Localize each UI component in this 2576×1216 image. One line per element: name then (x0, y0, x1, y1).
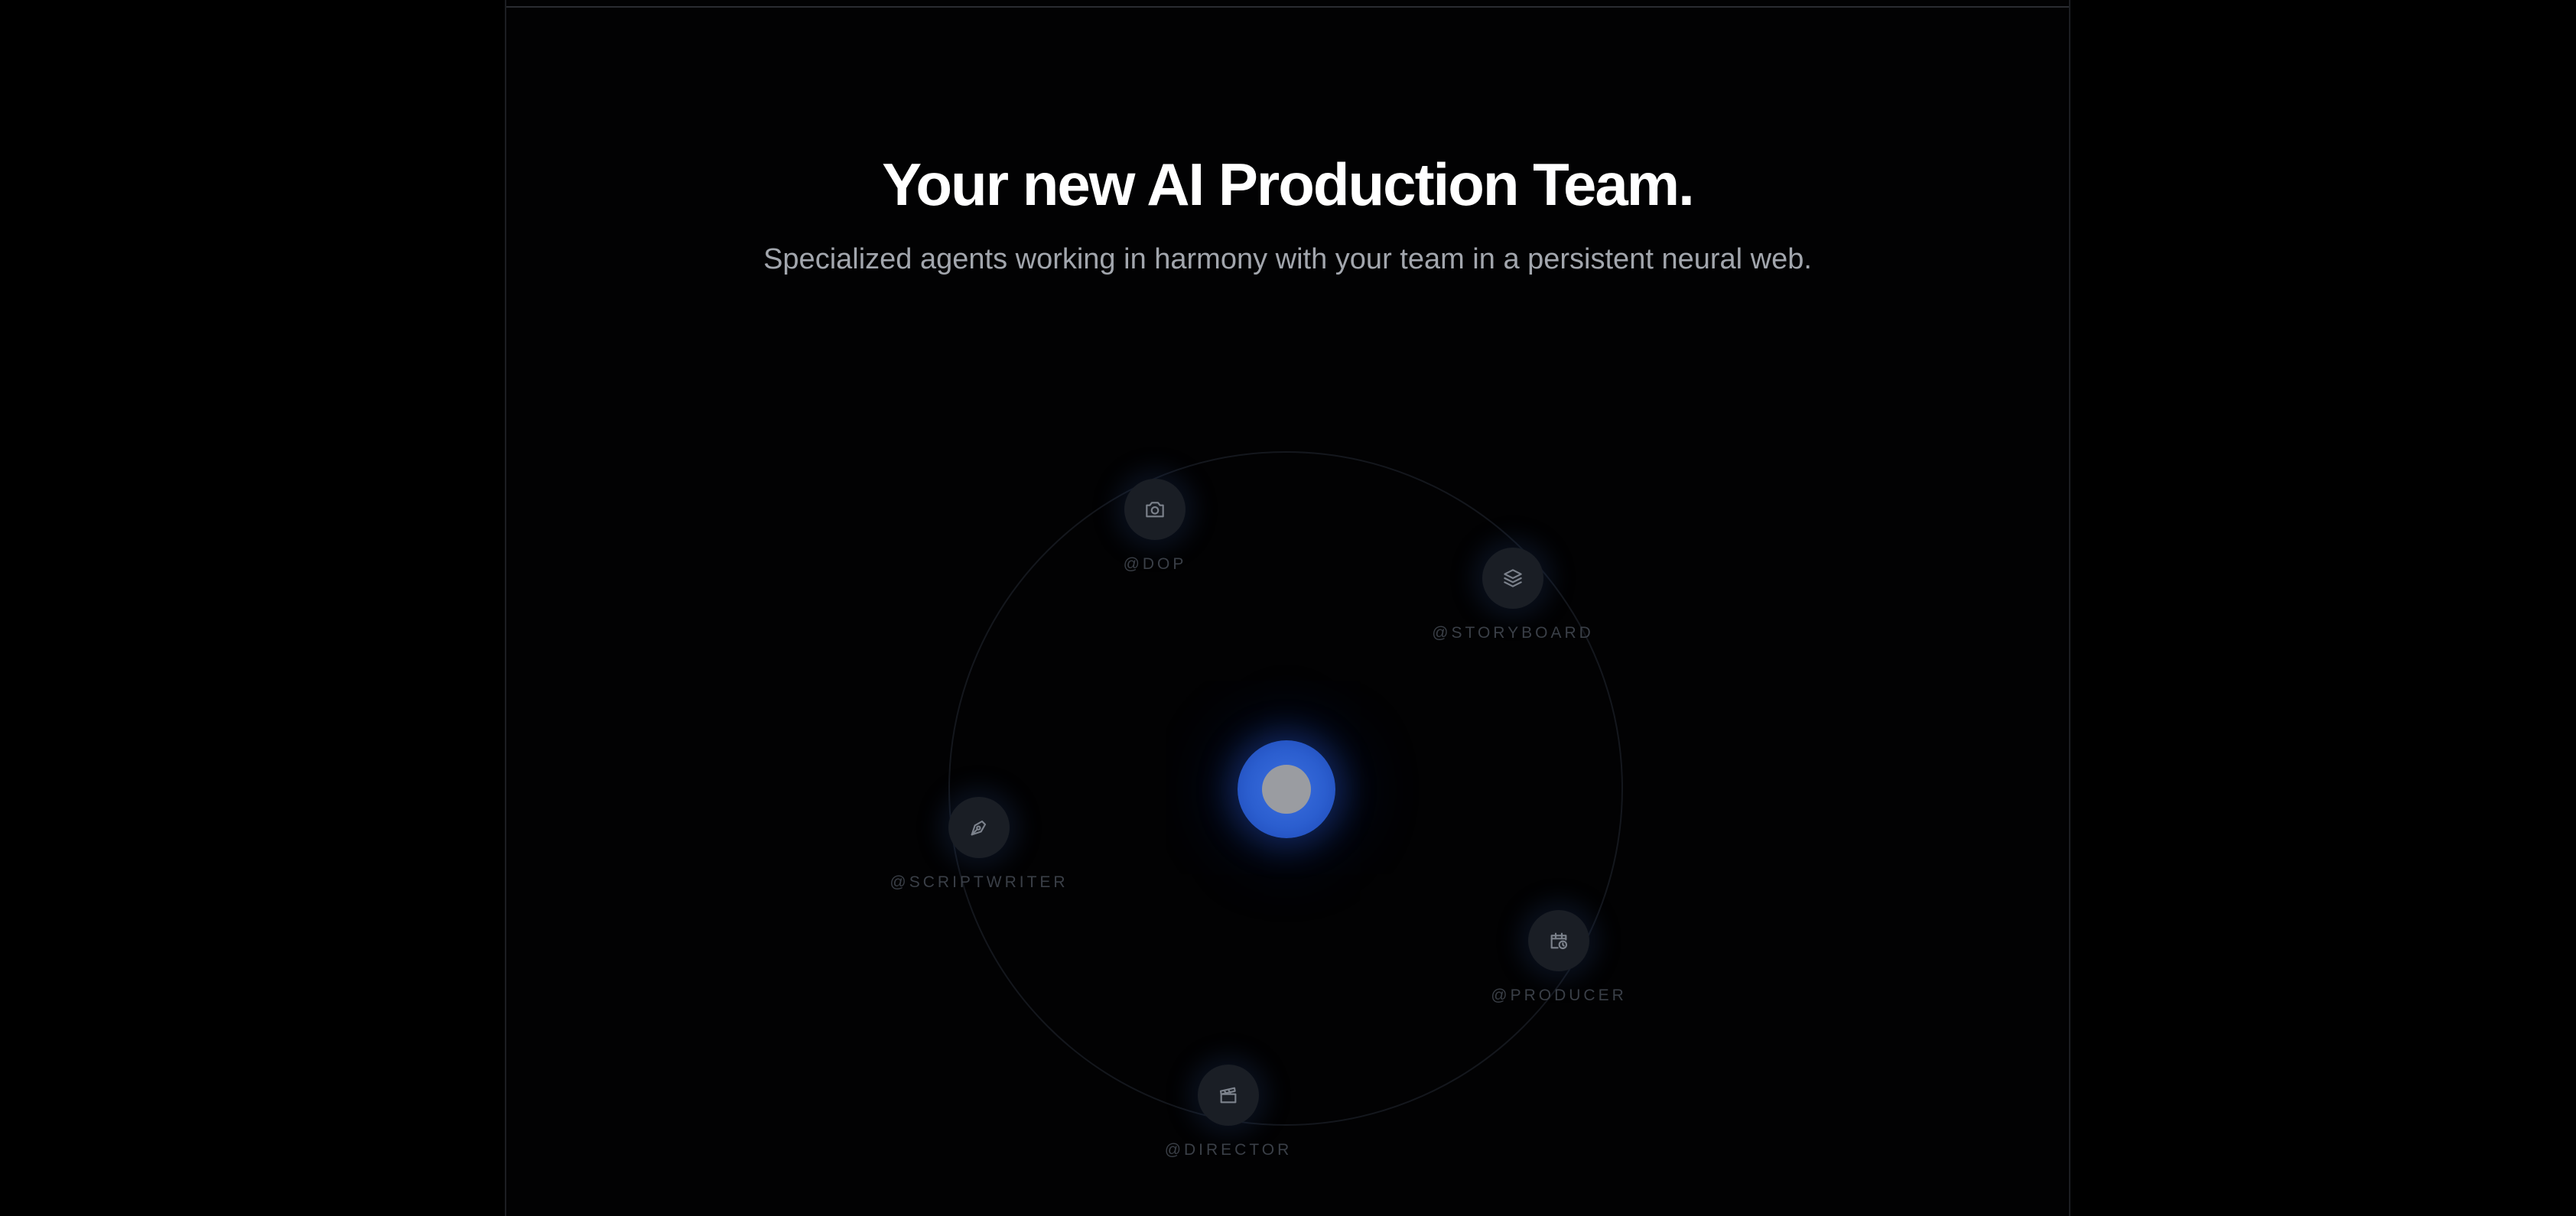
agent-label: @PRODUCER (1491, 987, 1627, 1004)
hub-core (1262, 765, 1311, 814)
agent-node (1528, 910, 1589, 971)
clapperboard-icon (1219, 1087, 1237, 1104)
central-hub[interactable] (1238, 740, 1335, 838)
agent-node (1482, 548, 1543, 609)
agent-producer[interactable]: @PRODUCER (1467, 910, 1651, 1025)
agent-label: @SCRIPTWRITER (890, 873, 1068, 891)
page-subtitle: Specialized agents working in harmony wi… (763, 243, 1812, 275)
agent-storyboard[interactable]: @STORYBOARD (1421, 548, 1605, 662)
agent-dop[interactable]: @DOP (1063, 479, 1247, 593)
agent-label: @DIRECTOR (1164, 1141, 1293, 1159)
orbit-ring (948, 451, 1623, 1126)
page-title: Your new AI Production Team. (882, 151, 1695, 218)
agent-node (948, 797, 1010, 858)
camera-icon (1146, 502, 1164, 518)
agent-director[interactable]: @DIRECTOR (1137, 1065, 1320, 1179)
agent-node (1198, 1065, 1259, 1126)
agent-scriptwriter[interactable]: @SCRIPTWRITER (887, 797, 1071, 912)
layers-icon (1504, 569, 1522, 587)
agent-node (1124, 479, 1186, 540)
calendar-clock-icon (1550, 932, 1568, 950)
agent-label: @DOP (1123, 555, 1187, 573)
top-divider (506, 6, 2069, 8)
pen-tool-icon (971, 820, 987, 836)
agent-label: @STORYBOARD (1432, 624, 1594, 642)
